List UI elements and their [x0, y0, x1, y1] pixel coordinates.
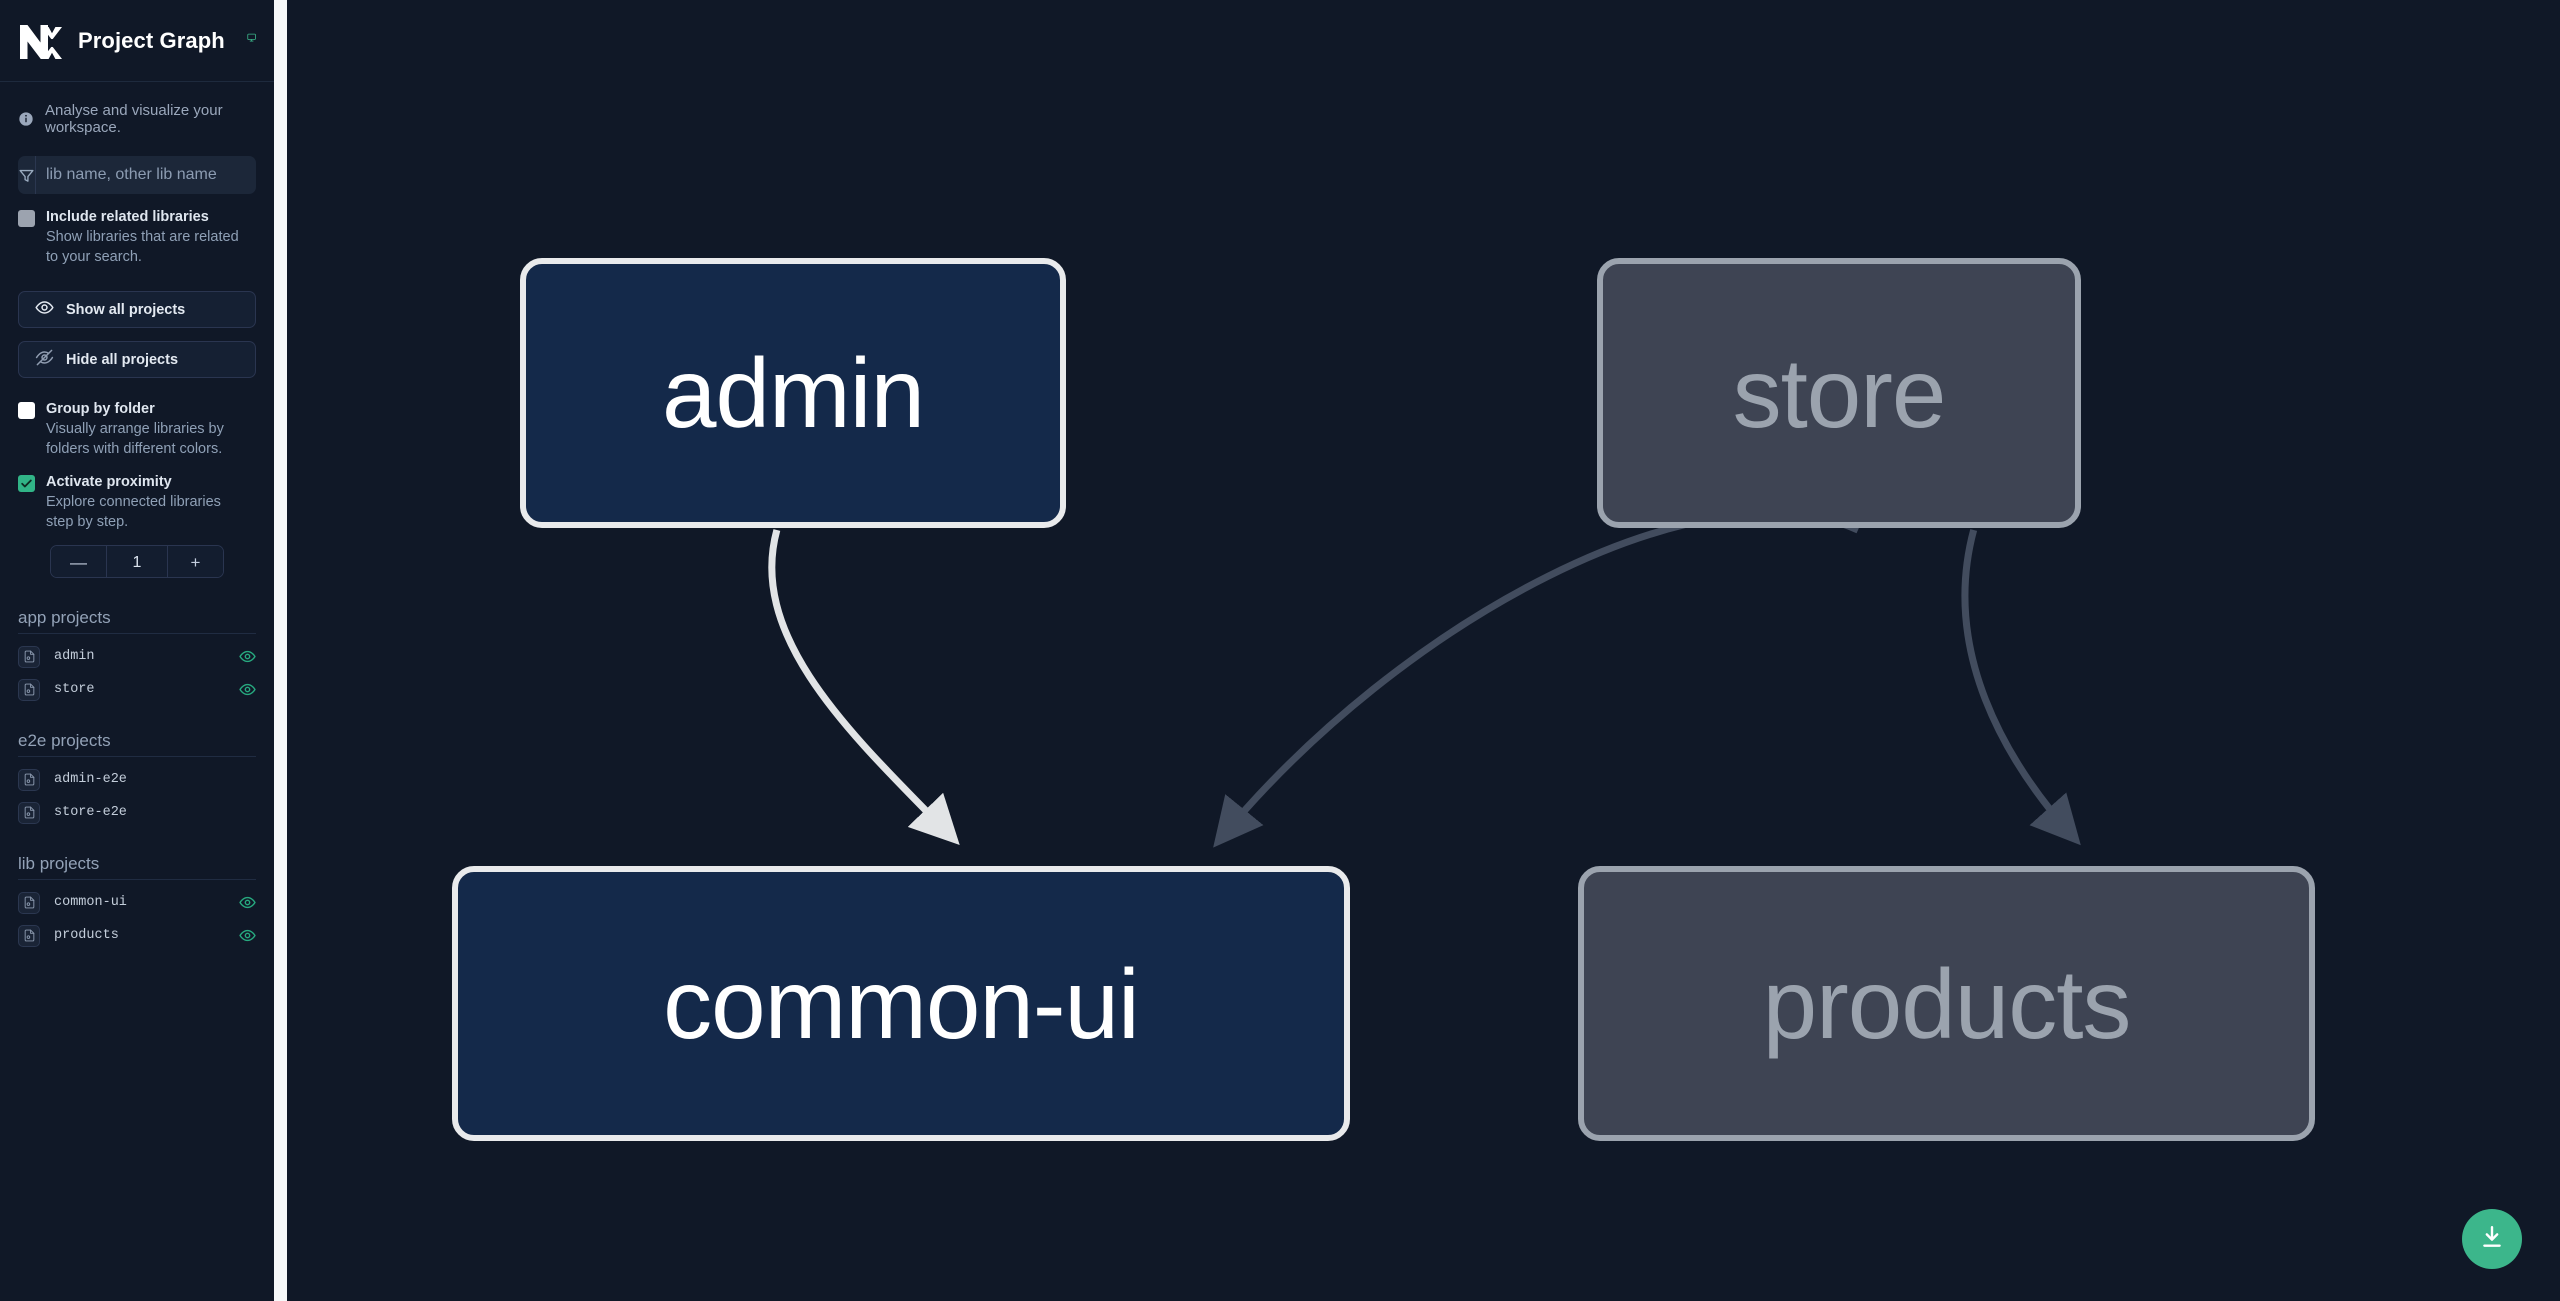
option-text: Activate proximity Explore connected lib… — [46, 473, 241, 532]
project-name: products — [54, 928, 119, 943]
download-icon — [2479, 1224, 2505, 1255]
hide-all-projects-label: Hide all projects — [66, 351, 179, 368]
sidebar-header: Project Graph — [0, 0, 274, 82]
group-by-folder-checkbox[interactable] — [18, 402, 35, 419]
project-file-icon — [18, 801, 40, 824]
filter-icon — [18, 167, 35, 184]
edge-store-to-common-ui — [1213, 509, 1860, 848]
group-title: e2e projects — [18, 731, 256, 757]
project-name: common-ui — [54, 895, 127, 910]
graph-node-label: store — [1732, 338, 1947, 448]
option-description: Visually arrange libraries by folders wi… — [46, 421, 224, 457]
proximity-decrement-button[interactable]: — — [51, 546, 107, 577]
group-title: app projects — [18, 608, 256, 634]
monitor-icon[interactable] — [247, 30, 256, 52]
option-title: Include related libraries — [46, 209, 209, 225]
project-file-icon — [18, 678, 40, 701]
show-all-projects-button[interactable]: Show all projects — [18, 291, 256, 328]
sidebar-resize-divider[interactable] — [274, 0, 287, 1301]
edge-admin-to-common-ui — [768, 529, 960, 846]
graph-node-label: common-ui — [663, 948, 1140, 1059]
graph-node-label: admin — [662, 338, 925, 448]
proximity-stepper-wrap: — 1 + — [0, 532, 274, 578]
option-title: Activate proximity — [46, 474, 172, 490]
filter-icon-wrap — [18, 156, 36, 194]
graph-node-admin[interactable]: admin — [520, 258, 1066, 528]
option-activate-proximity[interactable]: Activate proximity Explore connected lib… — [0, 459, 274, 532]
proximity-stepper: — 1 + — [50, 545, 224, 578]
project-file-icon — [18, 924, 40, 947]
group-e2e-projects: e2e projects admin-e2e — [0, 731, 274, 829]
group-app-projects: app projects admin — [0, 608, 274, 706]
graph-node-common-ui[interactable]: common-ui — [452, 866, 1350, 1141]
project-file-icon — [18, 645, 40, 668]
edge-store-to-products — [1961, 529, 2081, 846]
sidebar: Project Graph Analyse and visualize your… — [0, 0, 274, 1301]
include-related-libraries-checkbox[interactable] — [18, 210, 35, 227]
search-row — [0, 150, 274, 194]
group-lib-projects: lib projects common-ui — [0, 854, 274, 952]
option-title: Group by folder — [46, 401, 155, 417]
search-input[interactable] — [36, 156, 256, 194]
project-file-icon — [18, 768, 40, 791]
project-visibility-eye-icon[interactable] — [239, 894, 256, 911]
eye-off-icon — [35, 348, 54, 372]
page-title: Project Graph — [78, 27, 225, 53]
option-text: Include related libraries Show libraries… — [46, 208, 241, 267]
project-name: admin — [54, 649, 95, 664]
search-box[interactable] — [18, 156, 256, 194]
project-row-store-e2e[interactable]: store-e2e — [18, 796, 256, 829]
proximity-value: 1 — [107, 546, 167, 577]
hide-all-projects-button[interactable]: Hide all projects — [18, 341, 256, 378]
project-name: admin-e2e — [54, 772, 127, 787]
project-row-admin[interactable]: admin — [18, 640, 256, 673]
option-text: Group by folder Visually arrange librari… — [46, 400, 241, 459]
option-description: Show libraries that are related to your … — [46, 229, 239, 265]
show-all-projects-label: Show all projects — [66, 301, 186, 318]
option-group-by-folder[interactable]: Group by folder Visually arrange librari… — [0, 378, 274, 459]
tagline-text: Analyse and visualize your workspace. — [45, 102, 223, 136]
project-visibility-eye-icon[interactable] — [239, 648, 256, 665]
project-groups: app projects admin — [0, 578, 274, 952]
tagline: Analyse and visualize your workspace. — [0, 82, 274, 150]
proximity-increment-button[interactable]: + — [167, 546, 223, 577]
group-title: lib projects — [18, 854, 256, 880]
graph-node-label: products — [1762, 948, 2132, 1059]
option-include-related-libraries[interactable]: Include related libraries Show libraries… — [0, 194, 274, 267]
project-visibility-eye-icon[interactable] — [239, 681, 256, 698]
option-description: Explore connected libraries step by step… — [46, 494, 221, 530]
download-graph-button[interactable] — [2462, 1209, 2522, 1269]
info-icon — [18, 111, 34, 127]
project-name: store — [54, 682, 95, 697]
project-name: store-e2e — [54, 805, 127, 820]
nx-logo-icon — [18, 21, 64, 61]
project-row-common-ui[interactable]: common-ui — [18, 886, 256, 919]
project-row-admin-e2e[interactable]: admin-e2e — [18, 763, 256, 796]
graph-canvas[interactable]: admin store common-ui products — [274, 0, 2560, 1301]
graph-node-store[interactable]: store — [1597, 258, 2081, 528]
project-visibility-eye-icon[interactable] — [239, 927, 256, 944]
eye-icon — [35, 298, 54, 322]
project-row-store[interactable]: store — [18, 673, 256, 706]
activate-proximity-checkbox[interactable] — [18, 475, 35, 492]
project-row-products[interactable]: products — [18, 919, 256, 952]
graph-node-products[interactable]: products — [1578, 866, 2315, 1141]
project-file-icon — [18, 891, 40, 914]
